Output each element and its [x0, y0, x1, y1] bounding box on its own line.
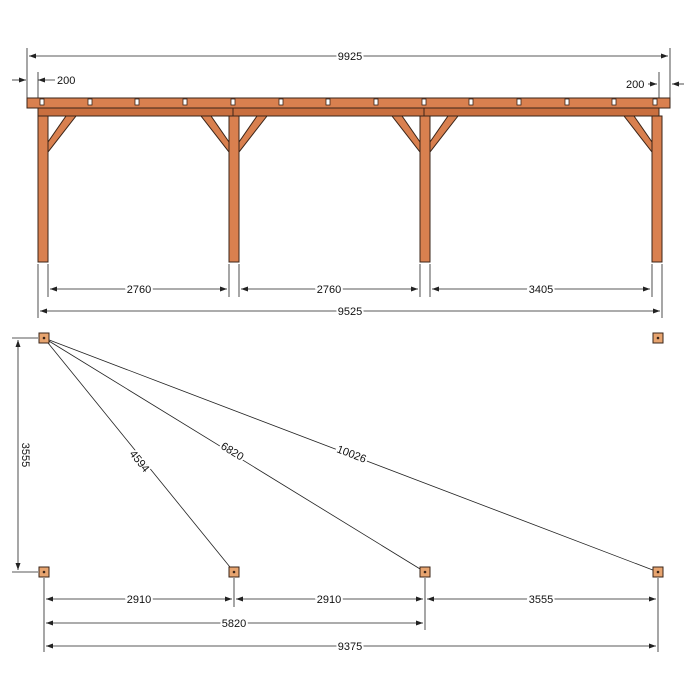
- post-span-label: 9525: [338, 306, 362, 318]
- diagonal-1-label: 4594: [127, 448, 152, 475]
- posts-plan: [38, 332, 664, 578]
- dimension-overhang-left: 200: [12, 72, 75, 100]
- post-plan-bottom-2: [228, 566, 240, 578]
- overhang-left-label: 200: [57, 75, 75, 87]
- diagonal-2-label: 6820: [218, 440, 245, 463]
- diagonal-lines: [43, 337, 659, 573]
- post-2: [228, 115, 240, 263]
- plan-view: 4594 6820 10026: [12, 332, 664, 655]
- dimension-overhang-right: 200: [626, 72, 684, 100]
- dimension-bays: 2760 2760 3405 9525: [37, 264, 663, 320]
- diagonal-3-label: 10026: [335, 444, 368, 466]
- roof-beam: [26, 97, 671, 117]
- dimension-width: 3555: [12, 337, 38, 573]
- spacing-2-label: 2910: [317, 594, 341, 606]
- width-label: 3555: [19, 443, 31, 467]
- post-plan-bottom-1: [38, 566, 50, 578]
- spacing-3-label: 3555: [529, 594, 553, 606]
- post-plan-top-left: [38, 332, 50, 344]
- bay-1-label: 2760: [127, 284, 151, 296]
- bay-2-label: 2760: [317, 284, 341, 296]
- elevation-view: 9925 200 200: [12, 48, 684, 320]
- cumulative-2-label: 5820: [222, 618, 246, 630]
- bay-3-label: 3405: [529, 284, 553, 296]
- overhang-right-label: 200: [626, 79, 644, 91]
- spacing-1-label: 2910: [127, 594, 151, 606]
- cumulative-total-label: 9375: [338, 641, 362, 653]
- post-plan-bottom-4: [652, 566, 664, 578]
- post-plan-bottom-3: [419, 566, 431, 578]
- knee-braces: [47, 115, 653, 154]
- post-4: [651, 115, 663, 263]
- post-1: [37, 115, 49, 263]
- overall-length-label: 9925: [338, 51, 362, 63]
- dimension-spacing: 2910 2910 3555 5820 9375: [43, 578, 659, 655]
- post-3: [419, 115, 431, 263]
- post-plan-top-right: [652, 332, 664, 344]
- dimension-overall-length: 9925: [26, 48, 671, 98]
- posts-elevation: [37, 115, 663, 263]
